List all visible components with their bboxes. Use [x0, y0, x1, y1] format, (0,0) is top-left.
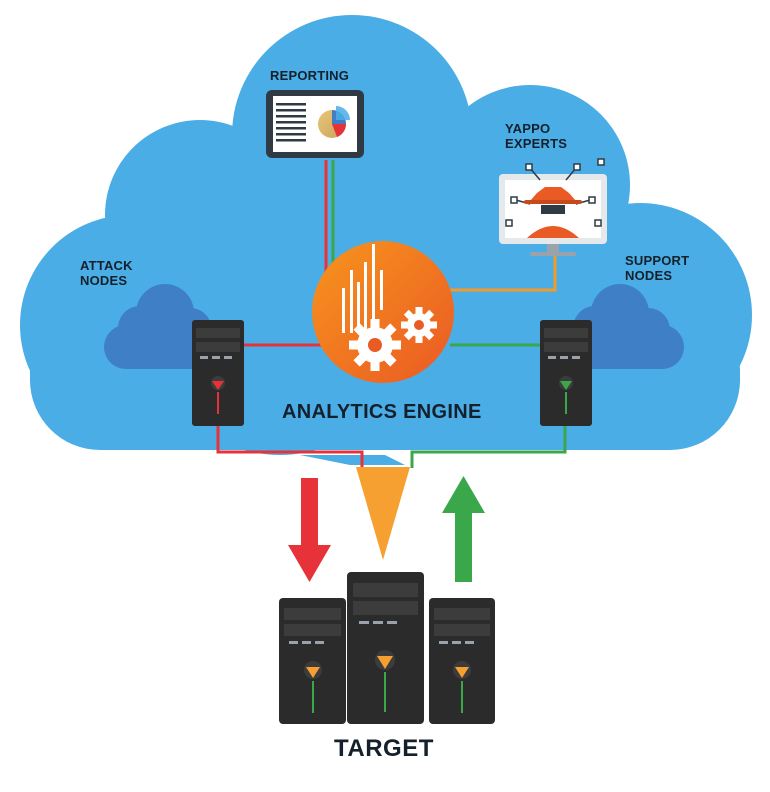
- attack-server-icon: [192, 320, 244, 426]
- target-server-right: [429, 598, 495, 724]
- support-nodes-line1: SUPPORT: [625, 253, 690, 268]
- arrow-up-icon: [442, 476, 485, 582]
- yappo-experts-line1: YAPPO: [505, 121, 551, 136]
- tablet-report-icon: [266, 90, 364, 158]
- attack-nodes-label: ATTACK NODES: [80, 258, 133, 289]
- support-nodes-label: SUPPORT NODES: [625, 253, 690, 284]
- analytics-gears-icon: [312, 241, 454, 383]
- arrow-down-icon: [288, 478, 331, 582]
- gear-large-icon: [349, 319, 401, 371]
- funnel-arrow: [356, 467, 410, 560]
- attack-nodes-line2: NODES: [80, 272, 128, 288]
- analytics-engine-label: ANALYTICS ENGINE: [282, 401, 482, 423]
- gear-small-icon: [401, 307, 437, 343]
- target-server-center: [347, 572, 424, 724]
- yappo-experts-label: YAPPO EXPERTS: [505, 121, 568, 152]
- attack-nodes-line1: ATTACK: [80, 258, 133, 273]
- main-cloud: [20, 15, 752, 465]
- hacker-monitor-icon: [499, 158, 607, 256]
- reporting-label: REPORTING: [270, 68, 350, 83]
- yappo-experts-line2: EXPERTS: [505, 135, 568, 151]
- target-label: TARGET: [334, 735, 434, 762]
- support-server-icon: [540, 320, 592, 426]
- target-server-left: [279, 598, 346, 724]
- connection-lines: [216, 160, 567, 468]
- support-nodes-line2: NODES: [625, 267, 673, 283]
